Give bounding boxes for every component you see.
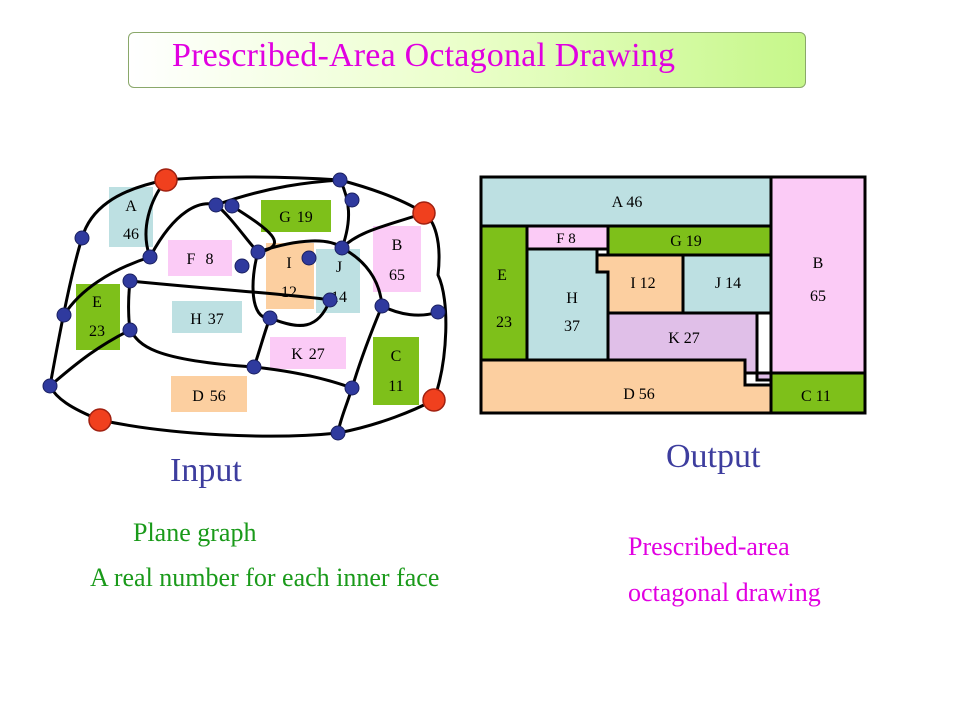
input-face-a-area: 46 bbox=[123, 226, 139, 243]
output-heading: Output bbox=[666, 438, 761, 475]
input-face-f-box bbox=[168, 240, 232, 276]
input-face-c-area: 11 bbox=[388, 378, 403, 395]
input-face-a-name: A bbox=[125, 198, 137, 215]
input-face-i-area: 12 bbox=[281, 284, 297, 301]
vertex bbox=[330, 425, 346, 441]
input-face-i-name: I bbox=[286, 255, 291, 272]
output-label-b-area: 65 bbox=[810, 288, 826, 305]
input-heading: Input bbox=[170, 452, 242, 489]
edge-i-bottom bbox=[269, 299, 332, 327]
output-face-b bbox=[769, 175, 867, 375]
input-face-b-box bbox=[373, 226, 421, 292]
vertex bbox=[246, 359, 262, 375]
output-drawing bbox=[479, 175, 867, 415]
input-face-e-name: E bbox=[92, 294, 102, 311]
input-face-d-box bbox=[171, 376, 247, 412]
corner-vertex-bottom-right bbox=[422, 388, 446, 412]
output-label-h-name: H bbox=[566, 290, 578, 307]
vertex bbox=[374, 298, 390, 314]
vertex bbox=[344, 380, 360, 396]
input-face-c-name: C bbox=[391, 348, 402, 365]
vertex bbox=[334, 240, 350, 256]
output-label-g: G 19 bbox=[670, 233, 702, 250]
input-face-j-name: J bbox=[336, 259, 342, 276]
vertex bbox=[262, 310, 278, 326]
output-label-h-area: 37 bbox=[564, 318, 580, 335]
corner-vertex-bottom-left bbox=[88, 408, 112, 432]
output-label-a: A 46 bbox=[612, 194, 643, 211]
input-vertices bbox=[42, 168, 446, 441]
edge-b-c bbox=[381, 304, 439, 317]
vertex bbox=[250, 244, 266, 260]
output-label-k: K 27 bbox=[668, 330, 700, 347]
vertex bbox=[224, 198, 240, 214]
output-description-line-1: Prescribed-area bbox=[628, 532, 790, 561]
output-label-e-area: 23 bbox=[496, 314, 512, 331]
input-face-h-box bbox=[172, 301, 242, 333]
input-face-b-name: B bbox=[392, 237, 403, 254]
vertex bbox=[42, 378, 58, 394]
vertex bbox=[301, 250, 317, 266]
edge-g-j bbox=[338, 179, 351, 249]
input-face-g-box bbox=[261, 200, 331, 232]
output-face-d bbox=[479, 358, 773, 415]
vertex bbox=[344, 192, 360, 208]
page-title: Prescribed-Area Octagonal Drawing bbox=[172, 37, 676, 74]
edge-k-left bbox=[252, 317, 272, 368]
output-label-b-name: B bbox=[813, 255, 824, 272]
input-description-line-2: A real number for each inner face bbox=[90, 563, 440, 592]
vertex bbox=[142, 249, 158, 265]
output-label-f: F 8 bbox=[556, 231, 576, 247]
edge-e-left bbox=[62, 255, 151, 316]
vertex bbox=[74, 230, 90, 246]
corner-vertex-top-right bbox=[412, 201, 436, 225]
input-face-c-box bbox=[373, 337, 419, 405]
output-face-e bbox=[479, 224, 529, 362]
inner-vertices bbox=[42, 172, 446, 441]
vertex bbox=[56, 307, 72, 323]
input-description-line-1: Plane graph bbox=[133, 518, 257, 547]
edge-h-d bbox=[128, 329, 255, 369]
output-label-j: J 14 bbox=[715, 275, 741, 292]
output-labels: A 46 B 65 C 11 D 56 E 23 F 8 G 19 H 37 I… bbox=[496, 194, 831, 405]
input-face-k-box bbox=[270, 337, 346, 369]
output-description-line-2: octagonal drawing bbox=[628, 578, 821, 607]
corner-vertex-top-left bbox=[154, 168, 178, 192]
input-face-b-area: 65 bbox=[389, 267, 405, 284]
output-face-j bbox=[681, 253, 773, 315]
outer-boundary-edge bbox=[48, 175, 448, 438]
vertex bbox=[122, 322, 138, 338]
vertex bbox=[122, 273, 138, 289]
vertex bbox=[332, 172, 348, 188]
output-label-i: I 12 bbox=[630, 275, 655, 292]
edge-j-c bbox=[350, 305, 384, 389]
vertex bbox=[234, 258, 250, 274]
vertex bbox=[322, 292, 338, 308]
input-face-e-area: 23 bbox=[89, 323, 105, 340]
edge-k-bottom bbox=[253, 365, 353, 390]
output-label-e-name: E bbox=[497, 267, 507, 284]
output-label-d: D 56 bbox=[623, 386, 655, 403]
output-label-c: C 11 bbox=[801, 388, 831, 405]
edge-e-bottom bbox=[49, 328, 131, 388]
vertex bbox=[430, 304, 446, 320]
vertex bbox=[208, 197, 224, 213]
title-banner bbox=[128, 32, 806, 88]
